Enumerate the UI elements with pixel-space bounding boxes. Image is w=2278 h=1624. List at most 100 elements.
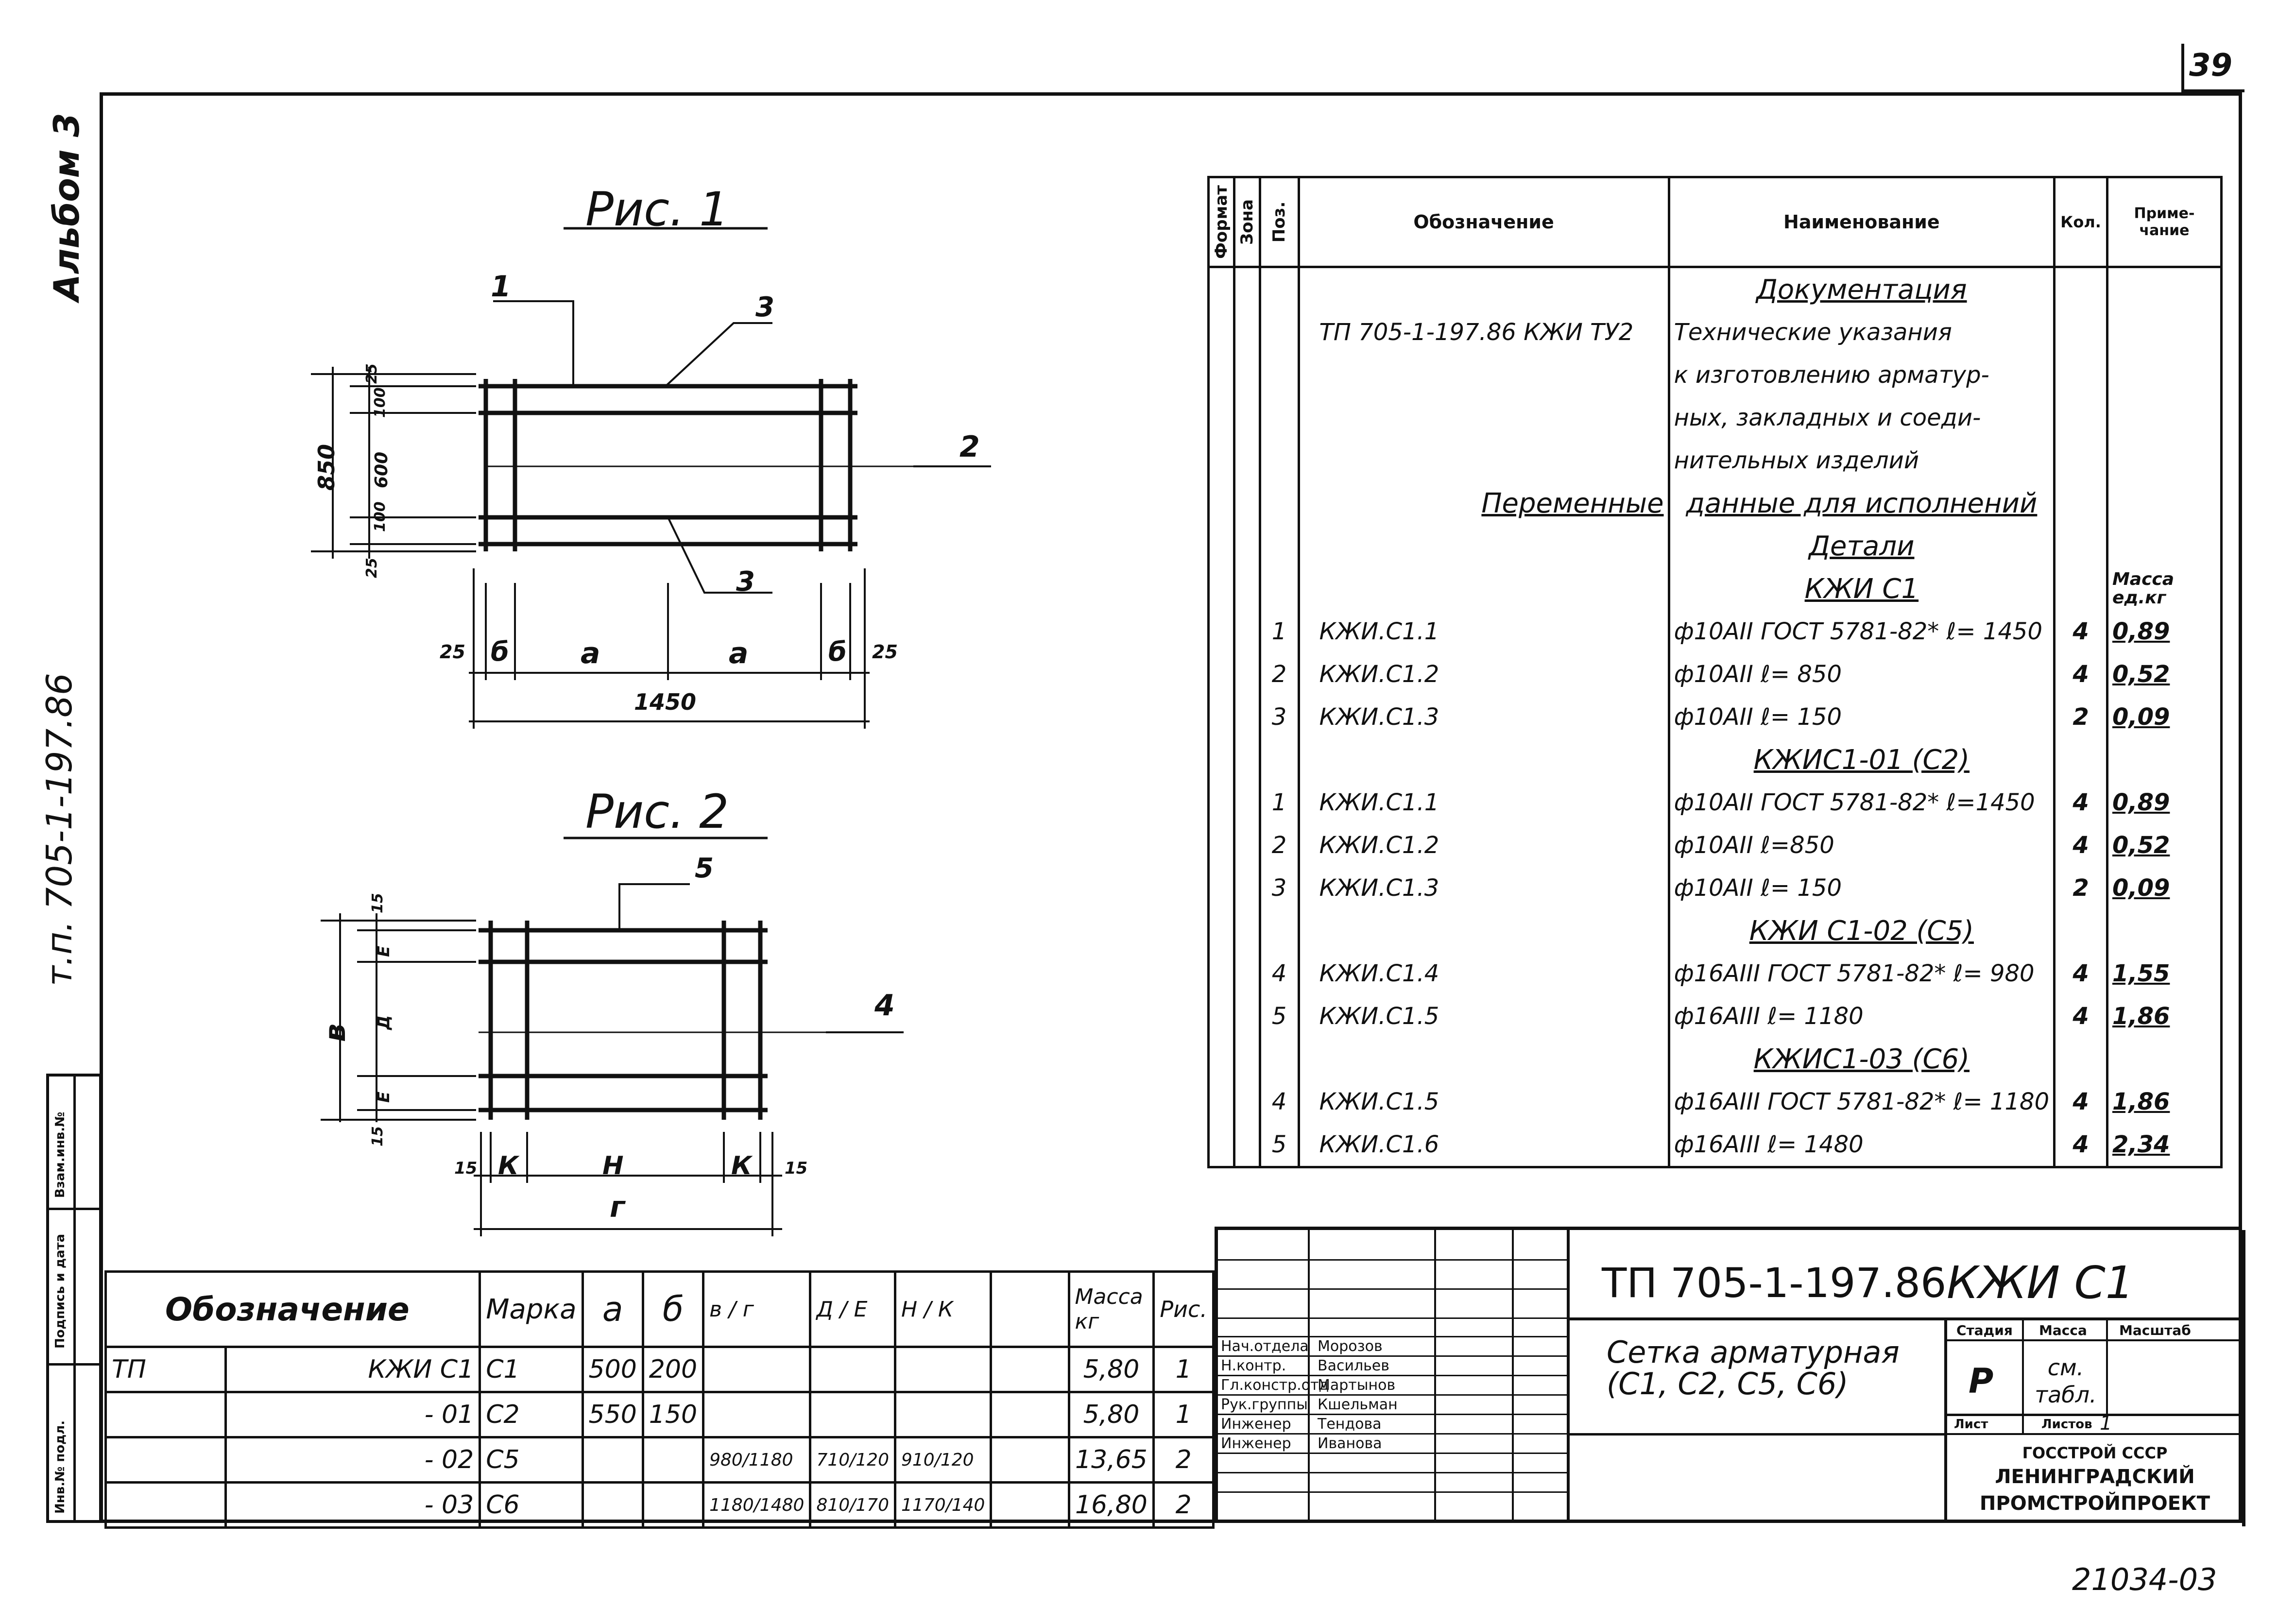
spec-cell-designation (1297, 396, 1670, 439)
spec-cell-note: 0,89 (2106, 610, 2223, 653)
mark-header-vg: в / г (702, 1270, 812, 1348)
spec-cell-designation (1297, 354, 1670, 396)
fig2-callout-5: 5 (695, 853, 714, 884)
spec-cell-format (1207, 525, 1235, 567)
mark-cell-a (581, 1481, 644, 1529)
spec-cell-zone (1233, 439, 1261, 482)
spec-header-row: Формат Зона Поз. Обозначение Наименовани… (1207, 176, 2223, 268)
spec-cell-note: 0,52 (2106, 653, 2223, 696)
mark-header-blank (990, 1270, 1070, 1348)
spec-cell-pos (1258, 354, 1300, 396)
spec-cell-note (2106, 396, 2223, 439)
mark-cell-mass: 16,80 (1067, 1481, 1155, 1529)
spec-cell-name: Детали (1667, 525, 2056, 567)
fig2-dim-15-left: 15 (454, 1159, 478, 1178)
spec-cell-name: ф10АII ГОСТ 5781-82* ℓ=1450 (1667, 781, 2056, 824)
spec-cell-format (1207, 396, 1235, 439)
mark-cell-d-e: 710/120 (809, 1436, 896, 1484)
spec-cell-qty: 4 (2053, 952, 2108, 995)
spec-cell-note (2106, 738, 2223, 781)
spec-cell-note (2106, 439, 2223, 482)
spec-cell-note (2106, 482, 2223, 525)
spec-cell-name: ф10АII ℓ= 850 (1667, 653, 2056, 696)
spec-cell-note: 1,86 (2106, 1080, 2223, 1123)
spec-cell-format (1207, 311, 1235, 354)
spec-header-name: Наименование (1667, 176, 2056, 268)
spec-cell-zone (1233, 267, 1261, 311)
spec-cell-qty: 2 (2053, 867, 2108, 909)
fig2-dim-15-bottom: 15 (369, 1126, 386, 1146)
signature-role: Инженер (1221, 1416, 1291, 1433)
spec-header-zone: Зона (1233, 176, 1261, 268)
fig2-dim-g: г (610, 1190, 625, 1224)
spec-cell-format (1207, 267, 1235, 311)
mark-cell-mark: С1 (479, 1346, 584, 1393)
spec-cell-designation (1297, 525, 1670, 567)
fig1-dim-850: 850 (313, 444, 340, 491)
spec-cell-qty (2053, 311, 2108, 354)
mark-cell-a: 550 (581, 1391, 644, 1438)
spec-cell-pos: 5 (1258, 995, 1300, 1038)
spec-header-qty: Кол. (2053, 176, 2108, 268)
fig2-callout-4: 4 (874, 989, 895, 1023)
fig1-dim-600: 600 (372, 451, 392, 488)
spec-cell-qty: 4 (2053, 995, 2108, 1038)
mark-cell-blank (990, 1346, 1070, 1393)
signature-name: Кшельман (1318, 1396, 1398, 1413)
spec-header-designation: Обозначение (1297, 176, 1670, 268)
footer-code: 21034-03 (2072, 1562, 2217, 1597)
fig1-dim-25-left: 25 (440, 641, 465, 663)
spec-cell-format (1207, 354, 1235, 396)
spec-cell-designation: КЖИ.С1.4 (1297, 952, 1670, 995)
spec-cell-pos (1258, 267, 1300, 311)
spec-cell-format (1207, 952, 1235, 995)
spec-cell-pos (1258, 1038, 1300, 1080)
spec-header-note: Приме-чание (2106, 176, 2223, 268)
spec-cell-qty (2053, 738, 2108, 781)
mark-header-de: Д / Е (809, 1270, 896, 1348)
spec-cell-designation: КЖИ.С1.3 (1297, 867, 1670, 909)
spec-cell-pos: 1 (1258, 610, 1300, 653)
spec-cell-pos (1258, 311, 1300, 354)
mark-cell-v-g (702, 1346, 812, 1393)
spec-cell-format (1207, 567, 1235, 610)
spec-cell-qty (2053, 396, 2108, 439)
spec-cell-name: ф16АIII ℓ= 1180 (1667, 995, 2056, 1038)
spec-cell-name: ф16АIII ГОСТ 5781-82* ℓ= 1180 (1667, 1080, 2056, 1123)
fig2-dim-15-top: 15 (369, 893, 386, 913)
spec-cell-pos: 2 (1258, 653, 1300, 696)
mark-cell-mass: 5,80 (1067, 1346, 1155, 1393)
mark-cell-b: 150 (641, 1391, 705, 1438)
mark-cell-a: 500 (581, 1346, 644, 1393)
spec-cell-note (2106, 909, 2223, 952)
spec-cell-designation: КЖИ.С1.1 (1297, 781, 1670, 824)
signature-role: Н.контр. (1221, 1357, 1286, 1374)
fig2-dim-k-left: К (498, 1151, 519, 1180)
spec-cell-pos: 3 (1258, 696, 1300, 738)
spec-cell-designation (1297, 567, 1670, 610)
spec-cell-pos (1258, 439, 1300, 482)
tb-sheets: 1 (2100, 1412, 2112, 1435)
mark-header-designation: Обозначение (104, 1270, 481, 1348)
mark-cell-blank (990, 1436, 1070, 1484)
spec-cell-note: 0,09 (2106, 696, 2223, 738)
mark-cell-mark: С5 (479, 1436, 584, 1484)
signature-name: Морозов (1318, 1338, 1383, 1355)
spec-cell-note (2106, 1038, 2223, 1080)
spec-cell-name: нительных изделий (1667, 439, 2056, 482)
spec-cell-name: ф16АIII ℓ= 1480 (1667, 1123, 2056, 1168)
mark-cell-fig: 2 (1152, 1436, 1215, 1484)
mark-cell-n-k (893, 1391, 993, 1438)
spec-cell-zone (1233, 354, 1261, 396)
signature-role: Гл.констр.отд (1221, 1377, 1329, 1394)
mark-cell-prefix: ТП (104, 1346, 227, 1393)
spec-cell-qty: 4 (2053, 610, 2108, 653)
spec-cell-qty (2053, 267, 2108, 311)
mark-header-b: б (641, 1270, 705, 1348)
fig1-title: Рис. 1 (585, 182, 729, 237)
mark-cell-mass: 5,80 (1067, 1391, 1155, 1438)
